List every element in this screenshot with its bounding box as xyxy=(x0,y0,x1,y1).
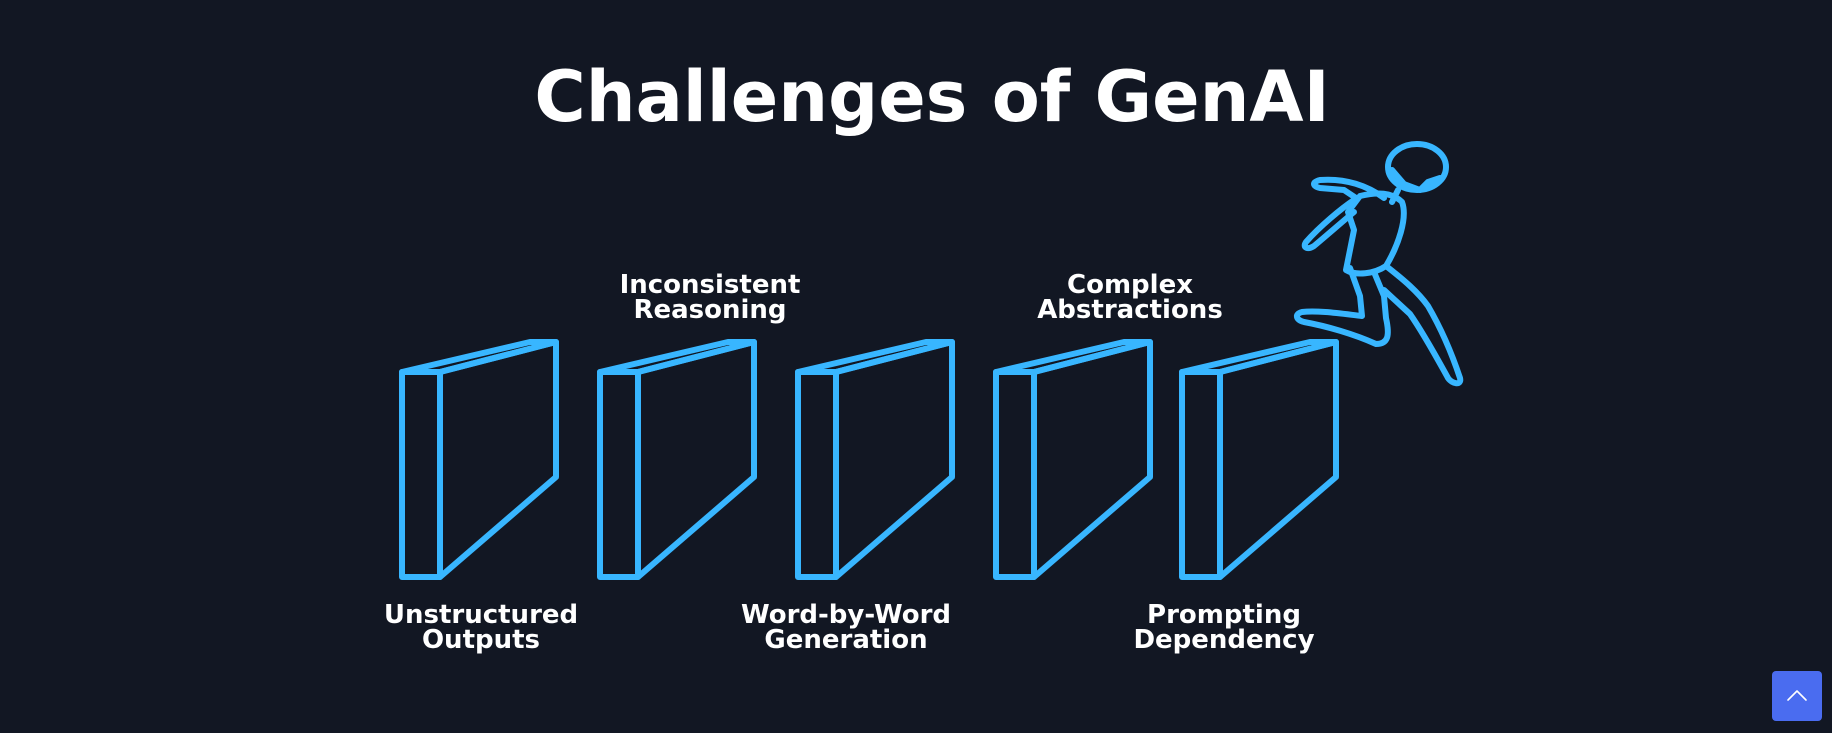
label-line: Prompting xyxy=(1147,600,1301,630)
label-word-by-word-generation: Word-by-Word Generation xyxy=(696,600,996,655)
label-unstructured-outputs: Unstructured Outputs xyxy=(331,600,631,655)
label-line: Generation xyxy=(764,625,928,655)
label-line: Word-by-Word xyxy=(740,600,952,630)
label-line: Outputs xyxy=(421,625,541,655)
hurdle-2 xyxy=(597,339,757,580)
label-prompting-dependency: Prompting Dependency xyxy=(1074,600,1374,655)
label-line: Reasoning xyxy=(633,295,787,325)
label-line: Unstructured xyxy=(383,600,579,630)
label-complex-abstractions: Complex Abstractions xyxy=(980,270,1280,325)
label-line: Abstractions xyxy=(1037,295,1223,325)
hurdle-3 xyxy=(795,339,955,580)
hurdle-4 xyxy=(993,339,1153,580)
hurdle-jumper-icon xyxy=(1294,141,1464,387)
page-title: Challenges of GenAI xyxy=(534,56,1330,138)
label-line: Complex xyxy=(1067,270,1193,300)
scroll-to-top-button[interactable] xyxy=(1772,671,1822,721)
hurdle-5 xyxy=(1179,339,1339,580)
hurdle-1 xyxy=(399,339,559,580)
label-inconsistent-reasoning: Inconsistent Reasoning xyxy=(560,270,860,325)
label-line: Dependency xyxy=(1133,625,1315,655)
label-line: Inconsistent xyxy=(619,270,801,300)
chevron-up-icon xyxy=(1787,690,1807,701)
